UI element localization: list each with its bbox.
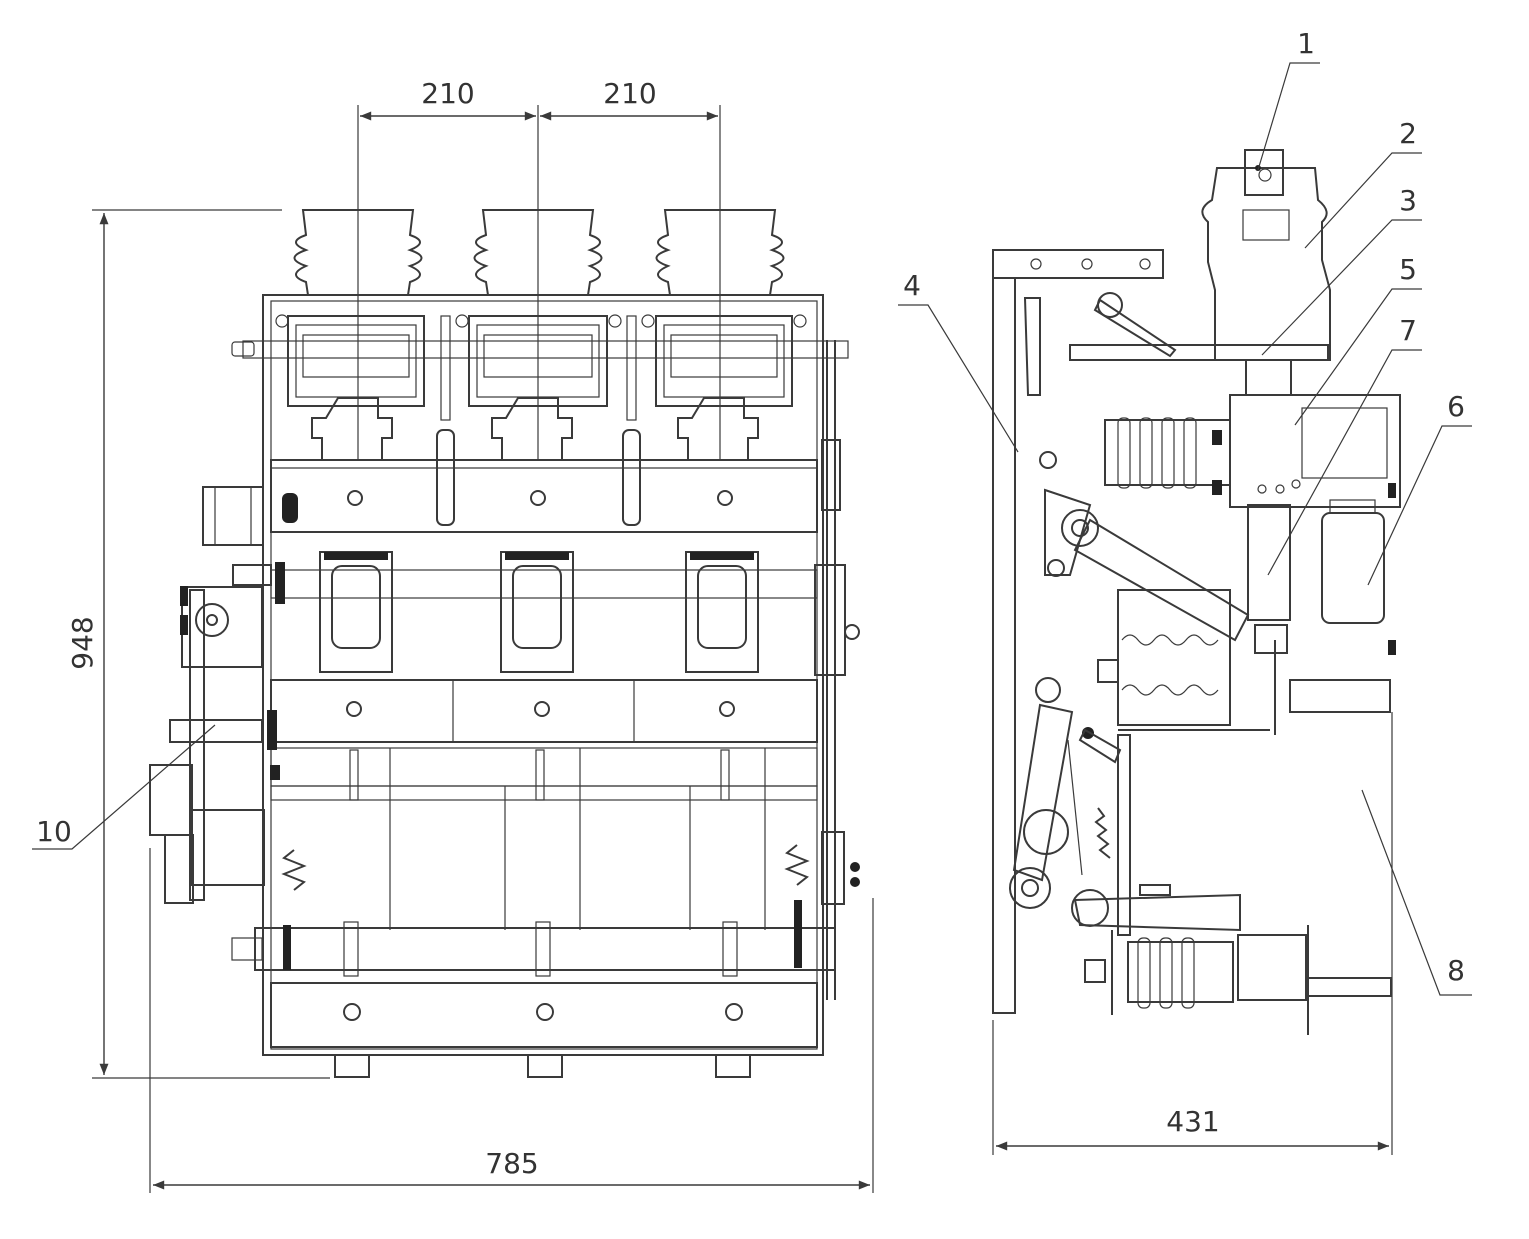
contact-boxes (275, 314, 807, 407)
callout-3: 3 (1399, 184, 1417, 217)
side-view (992, 149, 1401, 1035)
callout-10: 10 (36, 815, 72, 848)
dim-width-front: 785 (485, 1147, 538, 1180)
dim-pitch-right: 210 (603, 77, 656, 110)
dimension-lines (92, 105, 1393, 1193)
callout-6: 6 (1447, 390, 1465, 423)
callout-7: 7 (1399, 314, 1417, 347)
bushings (293, 209, 785, 296)
dim-width-side: 431 (1166, 1105, 1219, 1138)
callout-5: 5 (1399, 253, 1417, 286)
dim-pitch-left: 210 (421, 77, 474, 110)
callout-leaders (32, 62, 1472, 996)
left-mechanism (149, 486, 298, 904)
callout-1: 1 (1297, 27, 1315, 60)
front-view (149, 209, 860, 1078)
callout-4: 4 (903, 269, 921, 302)
bushing-left (293, 209, 423, 296)
interrupter-assemblies (270, 551, 818, 673)
fuse-caps (311, 397, 759, 461)
callout-8: 8 (1447, 954, 1465, 987)
bushing-middle (473, 209, 603, 296)
bushing-right (655, 209, 785, 296)
callout-2: 2 (1399, 117, 1417, 150)
dim-height: 948 (66, 616, 99, 669)
dimension-labels: 210 210 948 785 431 (66, 77, 1220, 1180)
callout-numbers: 1 2 3 4 5 6 7 8 10 (36, 27, 1465, 987)
